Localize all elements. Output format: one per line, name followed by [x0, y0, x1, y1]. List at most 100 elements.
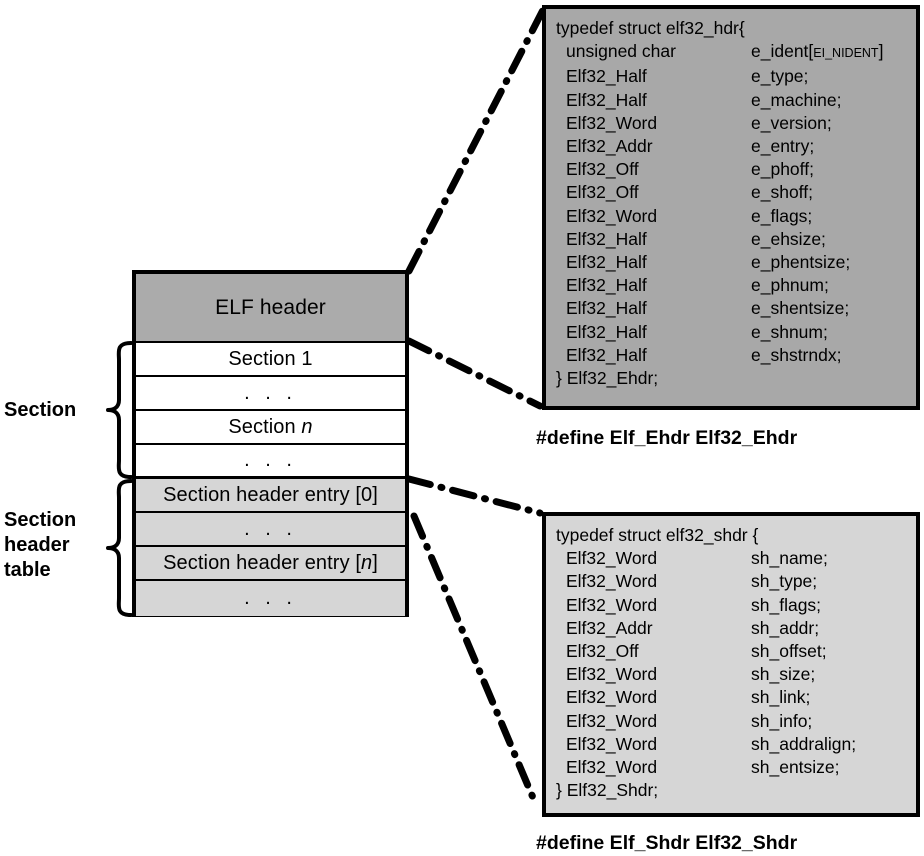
code-line-field: Elf32_Word sh_entsize; — [556, 756, 916, 779]
code-line-field: Elf32_Half e_phnum; — [556, 274, 916, 297]
code-line-open: typedef struct elf32_shdr { — [556, 524, 916, 547]
code-line-field: Elf32_Half e_phentsize; — [556, 251, 916, 274]
group-label-section-header-table: Section header table — [4, 509, 77, 581]
code-line-open: typedef struct elf32_hdr{ — [556, 17, 916, 40]
field-type: Elf32_Word — [566, 757, 658, 778]
layout-row-sht-ellipsis-2: . . . — [136, 581, 405, 616]
layout-row-label: . . . — [244, 517, 297, 540]
field-name: e_shentsize; — [751, 298, 850, 319]
code-line-field: Elf32_Word sh_type; — [556, 570, 916, 593]
connector-elf-header-to-ehdr-top — [405, 4, 548, 275]
field-type: Elf32_Half — [566, 275, 647, 296]
code-text: typedef struct elf32_hdr{ — [556, 18, 745, 38]
connector-elf-header-to-ehdr-bottom — [405, 337, 544, 410]
code-line-field: Elf32_Word e_flags; — [556, 205, 916, 228]
field-type: Elf32_Off — [566, 159, 639, 180]
code-line-field: Elf32_Word sh_info; — [556, 710, 916, 733]
field-name: sh_type; — [751, 571, 818, 592]
code-line-field: Elf32_Half e_type; — [556, 65, 916, 88]
field-name: sh_flags; — [751, 594, 822, 615]
field-name: e_phentsize; — [751, 252, 851, 273]
field-name: e_phnum; — [751, 275, 829, 296]
field-name: sh_info; — [751, 710, 813, 731]
field-name: sh_name; — [751, 548, 828, 569]
field-type: Elf32_Half — [566, 252, 647, 273]
brace-section — [106, 341, 133, 479]
code-line-field: Elf32_Off e_phoff; — [556, 158, 916, 181]
field-type: unsigned char — [566, 41, 676, 62]
field-type: Elf32_Word — [566, 594, 658, 615]
field-type: Elf32_Word — [566, 112, 658, 133]
field-name: e_type; — [751, 66, 809, 87]
code-line-field: Elf32_Word sh_link; — [556, 686, 916, 709]
field-name: e_machine; — [751, 89, 842, 110]
field-type: Elf32_Half — [566, 321, 647, 342]
code-line-field: Elf32_Off sh_offset; — [556, 640, 916, 663]
field-type: Elf32_Word — [566, 205, 658, 226]
layout-row-label: . . . — [244, 587, 297, 609]
elf-file-layout-diagram: ELF header Section 1 . . . Section n . .… — [132, 270, 409, 617]
layout-row-section-1: Section 1 — [136, 343, 405, 377]
field-type: Elf32_Word — [566, 710, 658, 731]
field-type: Elf32_Half — [566, 89, 647, 110]
field-type: Elf32_Word — [566, 687, 658, 708]
field-name: sh_link; — [751, 687, 811, 708]
layout-row-section-n: Section n — [136, 411, 405, 445]
field-type: Elf32_Half — [566, 344, 647, 365]
code-text: } Elf32_Shdr; — [556, 780, 659, 801]
layout-row-section-header-entry-0: Section header entry [0] — [136, 479, 405, 513]
code-line-field: unsigned char e_ident[EI_NIDENT] — [556, 40, 916, 65]
elf32-ehdr-struct-box: typedef struct elf32_hdr{ unsigned char e… — [542, 5, 920, 410]
code-line-field: Elf32_Word sh_flags; — [556, 594, 916, 617]
connector-sht-to-shdr-top — [405, 475, 544, 517]
field-name: e_shnum; — [751, 321, 828, 342]
field-name: e_ident[EI_NIDENT] — [751, 41, 884, 62]
code-line-field: Elf32_Word sh_name; — [556, 547, 916, 570]
code-line-field: Elf32_Half e_machine; — [556, 89, 916, 112]
ehdr-define-caption: #define Elf_Ehdr Elf32_Ehdr — [536, 427, 798, 449]
field-type: Elf32_Half — [566, 66, 647, 87]
shdr-define-caption: #define Elf_Shdr Elf32_Shdr — [536, 832, 798, 854]
field-name: e_phoff; — [751, 159, 814, 180]
connector-sht-to-shdr-bottom — [410, 512, 538, 804]
field-type: Elf32_Off — [566, 182, 639, 203]
field-type: Elf32_Half — [566, 228, 647, 249]
layout-row-sht-ellipsis-1: . . . — [136, 513, 405, 547]
layout-row-elf-header: ELF header — [136, 274, 405, 343]
field-name: e_entry; — [751, 136, 815, 157]
field-type: Elf32_Half — [566, 298, 647, 319]
field-name: sh_entsize; — [751, 757, 840, 778]
layout-row-section-ellipsis-2: . . . — [136, 445, 405, 479]
field-type: Elf32_Word — [566, 548, 658, 569]
code-line-field: Elf32_Half e_ehsize; — [556, 228, 916, 251]
code-text: } Elf32_Ehdr; — [556, 368, 659, 389]
field-type: Elf32_Addr — [566, 136, 653, 157]
layout-row-label: Section n — [228, 415, 313, 438]
field-name: sh_addr; — [751, 617, 820, 638]
field-name: sh_size; — [751, 664, 816, 685]
field-name: e_ehsize; — [751, 228, 826, 249]
layout-row-label: Section header entry [0] — [163, 483, 378, 506]
layout-row-section-ellipsis-1: . . . — [136, 377, 405, 411]
field-type: Elf32_Off — [566, 641, 639, 662]
brace-section-header-table — [106, 479, 133, 617]
code-text: typedef struct elf32_shdr { — [556, 525, 759, 545]
field-name: sh_addralign; — [751, 733, 857, 754]
field-type: Elf32_Word — [566, 571, 658, 592]
field-name: e_shstrndx; — [751, 344, 842, 365]
code-line-field: Elf32_Half e_shentsize; — [556, 297, 916, 320]
group-label-section: Section — [4, 399, 77, 421]
code-line-field: Elf32_Addr e_entry; — [556, 135, 916, 158]
layout-row-section-header-entry-n: Section header entry [n] — [136, 547, 405, 581]
layout-row-label: Section 1 — [228, 347, 313, 370]
field-name: sh_offset; — [751, 641, 827, 662]
field-name: e_flags; — [751, 205, 813, 226]
field-name: e_version; — [751, 112, 832, 133]
code-line-close: } Elf32_Shdr; — [556, 779, 916, 802]
layout-row-label: Section header entry [n] — [163, 551, 378, 574]
